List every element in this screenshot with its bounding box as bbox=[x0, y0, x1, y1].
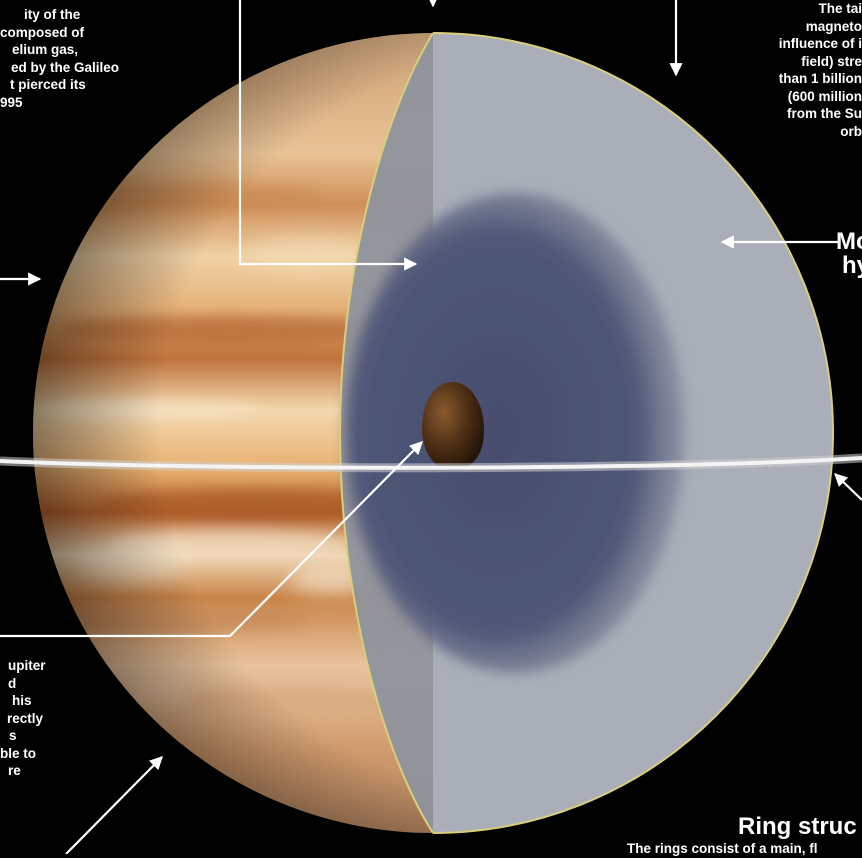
atmosphere-line-2: composed of bbox=[0, 24, 85, 40]
magnetotail-line-4: field) stre bbox=[801, 53, 862, 69]
core-line-6: ble to bbox=[0, 745, 36, 761]
ring-structure-text: The rings consist of a main, fl bbox=[627, 841, 818, 856]
magnetotail-line-5: than 1 billion bbox=[778, 71, 862, 86]
core-line-1: upiter bbox=[8, 658, 46, 673]
magnetotail-line-7: from the Su bbox=[786, 106, 862, 121]
atmosphere-line-5: t pierced its bbox=[10, 77, 86, 92]
magnetotail-line-6: (600 million bbox=[787, 88, 862, 104]
atmosphere-line-1: ity of the bbox=[24, 7, 81, 22]
atmosphere-line-6: 995 bbox=[0, 94, 23, 110]
magnetotail-line-8: orb bbox=[840, 123, 862, 139]
metallic-hydrogen-title: Mo hy bbox=[836, 230, 862, 278]
magnetotail-text: The tai magneto influence of i field) st… bbox=[779, 0, 862, 140]
core-line-2: d bbox=[8, 675, 17, 691]
core-line-4: rectly bbox=[7, 710, 44, 726]
core bbox=[421, 382, 484, 470]
core-line-5: s bbox=[9, 728, 17, 743]
magnetotail-line-2: magneto bbox=[805, 18, 862, 34]
core-text: upiter d his rectly s ble to re bbox=[0, 657, 46, 780]
metallic-hydrogen-line-2: hy bbox=[842, 252, 862, 279]
ring bbox=[0, 453, 862, 473]
magnetotail-line-3: influence of i bbox=[778, 36, 862, 51]
core-line-8: re bbox=[8, 763, 21, 778]
core-line-3: his bbox=[12, 693, 32, 708]
magnetotail-line-1: The tai bbox=[818, 1, 862, 16]
atmosphere-text: ity of the composed of elium gas, ed by … bbox=[0, 6, 119, 111]
ring-structure-title: Ring struc bbox=[738, 813, 857, 840]
metallic-hydrogen-line-1: Mo bbox=[836, 228, 862, 255]
atmosphere-line-3: elium gas, bbox=[12, 42, 79, 57]
atmosphere-line-4: ed by the Galileo bbox=[11, 59, 120, 75]
